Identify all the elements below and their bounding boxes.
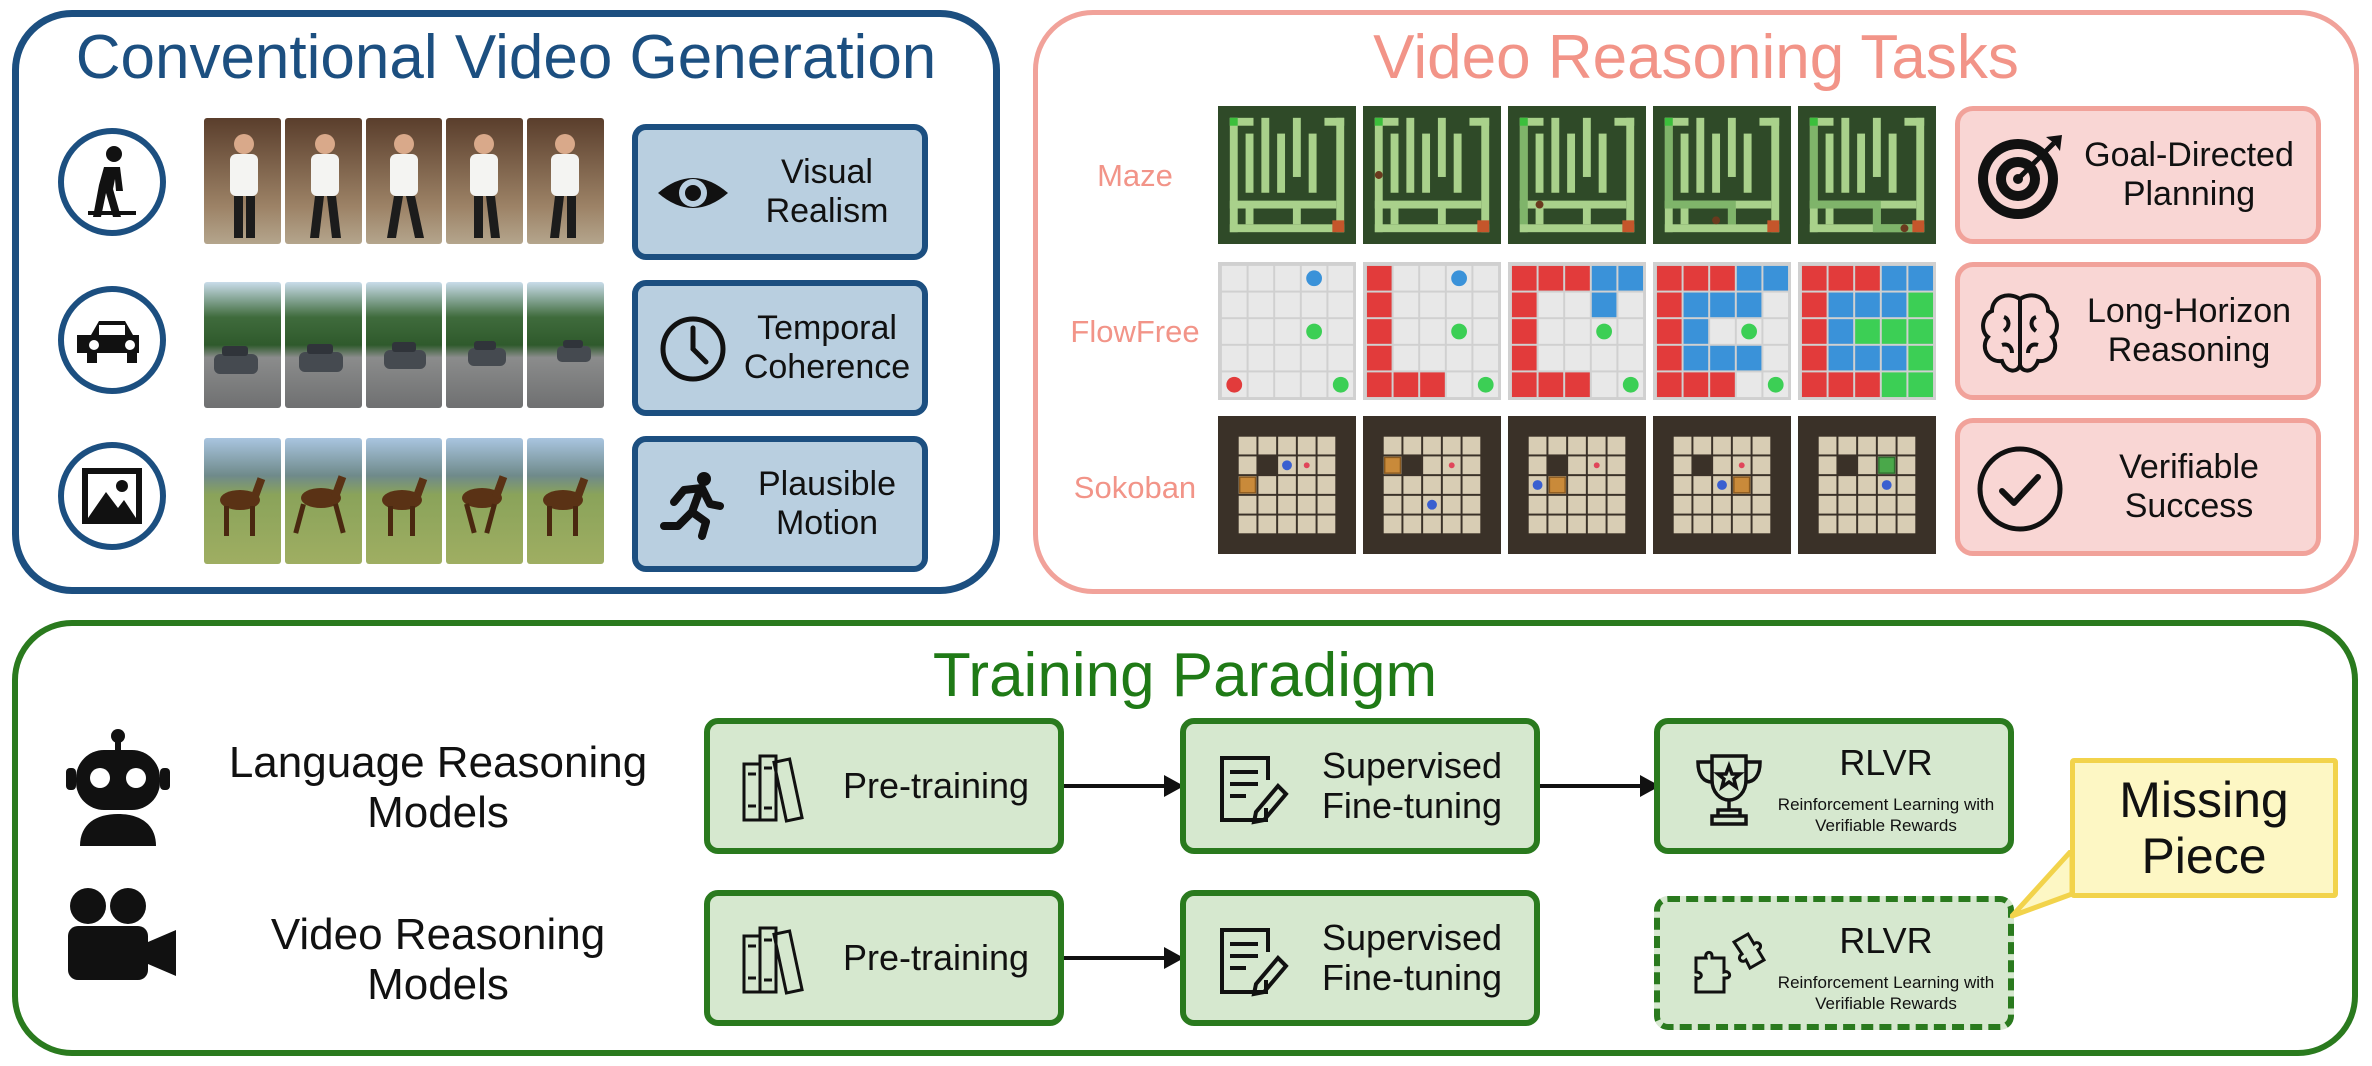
image-icon	[58, 442, 166, 550]
sokoban-frame	[1798, 416, 1936, 554]
vrm-sft-label: Supervised Fine-tuning	[1321, 917, 1503, 998]
maze-frame	[1218, 106, 1356, 244]
vrm-pretraining-label: Pre-training	[842, 937, 1030, 978]
training-paradigm-panel	[12, 620, 2358, 1056]
robot-icon	[58, 728, 178, 848]
walking-person-frames	[204, 118, 604, 244]
video-frame	[527, 118, 604, 244]
pedestrian-icon	[58, 128, 166, 236]
vrm-sft-box: Supervised Fine-tuning	[1180, 890, 1540, 1026]
sokoban-frame	[1218, 416, 1356, 554]
conventional-title: Conventional Video Generation	[75, 23, 937, 92]
video-frame	[446, 118, 524, 244]
brain-icon	[1974, 287, 2066, 379]
video-frame	[365, 118, 443, 244]
maze-frame	[1508, 106, 1646, 244]
sokoban-frame	[1508, 416, 1646, 554]
sokoban-frame	[1363, 416, 1501, 554]
video-frame	[204, 118, 281, 244]
video-frame	[446, 282, 524, 408]
sokoban-frame	[1653, 416, 1791, 554]
video-frame	[284, 438, 362, 564]
temporal-coherence-box: Temporal Coherence	[632, 280, 928, 416]
car-icon	[58, 286, 166, 394]
verifiable-success-label: Verifiable Success	[2119, 448, 2259, 525]
lrm-sft-label: Supervised Fine-tuning	[1321, 745, 1503, 826]
tasks-title: Video Reasoning Tasks	[1373, 23, 2019, 92]
maze-label: Maze	[1097, 158, 1173, 193]
flow-arrow	[1064, 775, 1184, 797]
target-icon	[1974, 131, 2066, 223]
maze-frame	[1653, 106, 1791, 244]
video-frame	[446, 438, 524, 564]
flow-arrow	[1064, 947, 1184, 969]
driving-car-frames	[204, 282, 604, 408]
goal-directed-planning-label: Goal-Directed Planning	[2084, 136, 2294, 213]
vrm-rlvr-title: RLVR	[1839, 920, 1933, 961]
books-icon	[740, 922, 818, 1000]
video-frame	[284, 282, 362, 408]
conventional-video-generation-panel	[12, 10, 1000, 594]
temporal-coherence-label: Temporal Coherence	[743, 309, 911, 386]
clock-icon	[654, 314, 732, 384]
flowfree-frame	[1653, 262, 1791, 400]
lrm-pretraining-label: Pre-training	[842, 765, 1030, 806]
notepad-pen-icon	[1216, 922, 1294, 1000]
sokoban-label: Sokoban	[1073, 470, 1197, 505]
flowfree-label: FlowFree	[1070, 314, 1200, 349]
check-circle-icon	[1974, 443, 2066, 535]
visual-realism-box: Visual Realism	[632, 124, 928, 260]
lrm-pretraining-box: Pre-training	[704, 718, 1064, 854]
video-reasoning-tasks-panel	[1033, 10, 2359, 594]
eye-icon	[654, 158, 732, 228]
video-frame	[527, 282, 604, 408]
goal-directed-planning-box: Goal-Directed Planning	[1955, 106, 2321, 244]
vrm-rlvr-subtitle: Reinforcement Learning with Verifiable R…	[1777, 973, 1995, 1013]
flowfree-frame	[1798, 262, 1936, 400]
flowfree-frame	[1218, 262, 1356, 400]
runner-icon	[654, 470, 732, 540]
lrm-rlvr-box: RLVR Reinforcement Learning with Verifia…	[1654, 718, 2014, 854]
vrm-rlvr-box-missing: RLVR Reinforcement Learning with Verifia…	[1654, 896, 2014, 1030]
trophy-icon	[1690, 750, 1768, 828]
lrm-rlvr-subtitle: Reinforcement Learning with Verifiable R…	[1777, 795, 1995, 835]
flow-arrow	[1540, 775, 1660, 797]
video-frame	[365, 438, 443, 564]
lrm-sft-box: Supervised Fine-tuning	[1180, 718, 1540, 854]
maze-frame	[1798, 106, 1936, 244]
training-title: Training Paradigm	[932, 641, 1438, 710]
video-frame	[365, 282, 443, 408]
vrm-pretraining-box: Pre-training	[704, 890, 1064, 1026]
video-frame	[204, 282, 281, 408]
long-horizon-reasoning-box: Long-Horizon Reasoning	[1955, 262, 2321, 400]
visual-realism-label: Visual Realism	[765, 153, 889, 230]
missing-piece-callout: Missing Piece	[2070, 758, 2338, 898]
lrm-rlvr-title: RLVR	[1839, 742, 1933, 783]
long-horizon-reasoning-label: Long-Horizon Reasoning	[2086, 292, 2292, 369]
verifiable-success-box: Verifiable Success	[1955, 418, 2321, 556]
flowfree-frame	[1508, 262, 1646, 400]
flowfree-frame	[1363, 262, 1501, 400]
language-reasoning-models-label: Language Reasoning Models	[228, 738, 648, 837]
maze-frame	[1363, 106, 1501, 244]
video-camera-icon	[62, 886, 182, 1006]
running-horse-frames	[204, 438, 604, 564]
video-frame	[284, 118, 362, 244]
video-reasoning-models-label: Video Reasoning Models	[270, 910, 606, 1009]
puzzle-icon	[1690, 928, 1768, 1006]
notepad-pen-icon	[1216, 750, 1294, 828]
video-frame	[204, 438, 281, 564]
video-frame	[527, 438, 604, 564]
plausible-motion-label: Plausible Motion	[758, 465, 896, 542]
books-icon	[740, 750, 818, 828]
plausible-motion-box: Plausible Motion	[632, 436, 928, 572]
